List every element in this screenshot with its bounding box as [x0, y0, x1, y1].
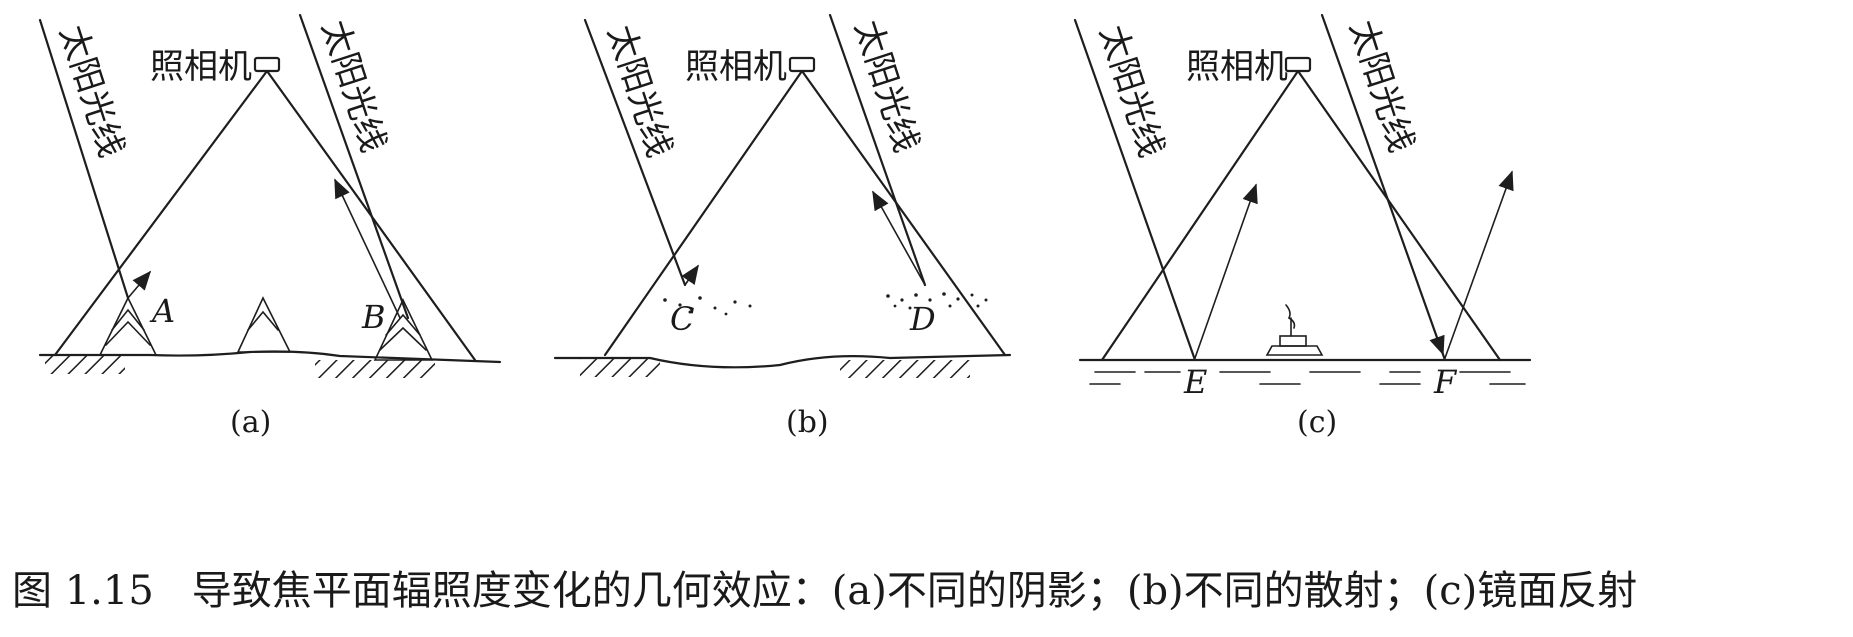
svg-text:太阳光线: 太阳光线: [1091, 20, 1171, 162]
reflect-arrow-d: [872, 190, 926, 286]
panel-a: 照相机 太阳光线 太阳光线 A B (a): [38, 13, 502, 440]
panel-a-sublabel: (a): [230, 405, 271, 440]
ground-hatch-right: [315, 360, 435, 378]
scatter-particles-d: [886, 292, 988, 310]
point-label-c: C: [670, 300, 694, 338]
sun-ray-left: [38, 18, 130, 300]
panel-b-sublabel: (b): [786, 405, 829, 440]
svg-text:太阳光线: 太阳光线: [846, 15, 926, 157]
camera-icon: [788, 56, 816, 73]
panel-c-sublabel: (c): [1297, 405, 1337, 440]
ground-hatch-left: [45, 356, 125, 374]
reflect-arrow-b: [334, 178, 401, 319]
point-label-a: A: [149, 292, 175, 330]
reflect-arrow-f: [1444, 170, 1514, 359]
ground-hatch-right: [840, 360, 970, 378]
reflect-arrow-c: [681, 264, 699, 286]
sun-ray-left: [1073, 18, 1197, 362]
point-label-f: F: [1433, 363, 1458, 401]
caption-number: 图 1.15: [12, 568, 154, 614]
point-label-b: B: [361, 298, 386, 336]
figure-caption: 图 1.15 导致焦平面辐照度变化的几何效应：(a)不同的阴影；(b)不同的散射；…: [12, 558, 1675, 616]
scatter-particles-c: [663, 296, 752, 316]
sun-ray-right: [828, 13, 927, 287]
caption-text: 导致焦平面辐照度变化的几何效应：(a)不同的阴影；(b)不同的散射；(c)镜面反…: [191, 568, 1638, 614]
tree-icon: [373, 298, 434, 361]
camera-view-line-left: [53, 69, 269, 357]
sun-ray-right: [298, 13, 410, 320]
boat-icon: [1265, 304, 1324, 356]
tree-icon: [236, 296, 292, 353]
ground-line: [553, 353, 1012, 369]
camera-view-line-left: [603, 69, 804, 357]
point-label-e: E: [1183, 363, 1207, 401]
camera-view-line-right: [1296, 69, 1502, 362]
sun-ray-right: [1320, 13, 1447, 362]
panel-b: 照相机 太阳光线 太阳光线 C D (b): [553, 13, 1012, 440]
camera-view-line-left: [1100, 69, 1300, 362]
tree-icon: [98, 296, 158, 356]
sun-ray-label-right: 太阳光线: [1341, 15, 1421, 157]
camera-label: 照相机: [1186, 47, 1288, 87]
camera-label: 照相机: [685, 47, 787, 87]
sun-ray-label-left: 太阳光线: [1091, 20, 1171, 162]
camera-icon: [1284, 56, 1312, 73]
reflect-arrow-e: [1194, 183, 1258, 359]
reflect-arrow-a: [127, 270, 152, 299]
incident-arrow-f: [1429, 317, 1445, 356]
svg-text:太阳光线: 太阳光线: [1341, 15, 1421, 157]
sun-ray-label-right: 太阳光线: [846, 15, 926, 157]
water-ripples: [1089, 371, 1526, 385]
camera-icon: [253, 56, 281, 73]
ground-hatch-left: [580, 359, 660, 377]
camera-label: 照相机: [150, 47, 252, 87]
panel-c: 照相机 太阳光线 太阳光线 E F (c): [1073, 13, 1532, 440]
camera-view-line-right: [800, 69, 1007, 357]
point-label-d: D: [909, 300, 936, 338]
sun-ray-left: [583, 18, 687, 287]
